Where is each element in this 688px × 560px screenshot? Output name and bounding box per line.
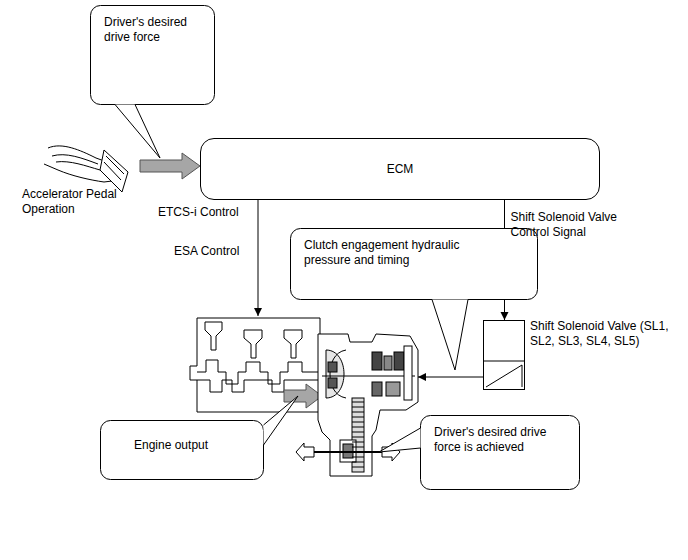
coil-line [484, 361, 524, 362]
drawing-part [205, 322, 222, 350]
drawing-part [372, 352, 382, 370]
callout-tail-fill [432, 300, 468, 371]
gear-tooth [352, 457, 364, 458]
callout-tail-fill [379, 428, 421, 452]
connector-label: Shift Solenoid Valve Control Signal [511, 210, 643, 240]
callout-frame [101, 421, 264, 480]
solenoid-label: Shift Solenoid Valve (SL1, SL2, SL3, SL4… [530, 319, 682, 349]
drawing-part [330, 350, 346, 398]
accelerator-pedal [44, 146, 128, 192]
node-text: ECM [387, 162, 414, 177]
gear-tooth [352, 447, 364, 448]
gear-tooth [352, 427, 364, 428]
drawing-part [328, 378, 337, 388]
drawing-part [284, 330, 302, 358]
callout-box: Driver's desired drive force [90, 5, 215, 105]
gear-tooth [352, 422, 364, 423]
node-text: Driver's desired drive force is achieved [434, 425, 569, 455]
annotation-label: ESA Control [174, 244, 254, 259]
callout-tail [115, 105, 160, 159]
node-text: Shift Solenoid Valve (SL1, SL2, SL3, SL4… [530, 319, 682, 349]
drawing-part [328, 362, 337, 372]
drawing-part [318, 334, 418, 476]
coil-line [486, 365, 522, 387]
node-text: Engine output [134, 438, 254, 453]
callout-frame [421, 416, 580, 490]
coil-symbol [484, 321, 524, 389]
gear-tooth [352, 407, 364, 408]
gear-tooth [352, 452, 364, 453]
drawing-part [106, 156, 124, 174]
solenoid-valve-box: Shift Solenoid Valve (SL1, SL2, SL3, SL4… [483, 320, 525, 390]
drawing-part [372, 382, 382, 396]
control-line [258, 200, 259, 316]
gear-tooth [352, 402, 364, 403]
callout-box: Clutch engagement hydraulic pressure and… [290, 228, 538, 300]
callout-box: Engine output [100, 420, 264, 480]
callout-frame [291, 229, 538, 300]
gear-tooth [352, 462, 364, 463]
drawing-part [404, 346, 412, 400]
axle-arrow [296, 443, 314, 461]
coil-line [522, 365, 523, 387]
callout-frame [91, 6, 215, 105]
drawing-part [104, 162, 121, 180]
annotation-label: Accelerator Pedal Operation [22, 187, 140, 217]
transmission-illustration [312, 334, 418, 476]
drawing-part [386, 382, 400, 396]
callout-tail [264, 396, 299, 445]
hydraulic-line [418, 377, 483, 378]
gear-teeth [352, 402, 364, 467]
callout-box: Driver's desired drive force is achieved [420, 415, 580, 490]
callout-tail [432, 300, 468, 371]
control-unit-box: ECM [200, 138, 600, 200]
callout-tail-fill [264, 396, 299, 445]
callout-tail [379, 428, 421, 452]
node-text: Driver's desired drive force [104, 15, 204, 45]
input-arrow [140, 153, 200, 179]
gear-tooth [352, 432, 364, 433]
gear-tooth [352, 412, 364, 413]
drawing-part [56, 162, 100, 170]
node-text: Clutch engagement hydraulic pressure and… [304, 238, 494, 268]
drawing-part [100, 150, 128, 192]
gear-tooth [352, 437, 364, 438]
annotation-label: ETCS-i Control [158, 205, 254, 220]
drawing-part [394, 352, 404, 370]
gear-tooth [352, 467, 364, 468]
gear-tooth [352, 417, 364, 418]
callout-tail-fill [115, 105, 160, 159]
drawing-part [244, 330, 262, 358]
drawing-part [322, 376, 415, 377]
drawing-part [312, 451, 384, 453]
gear-tooth [352, 442, 364, 443]
drawing-part [384, 356, 392, 370]
